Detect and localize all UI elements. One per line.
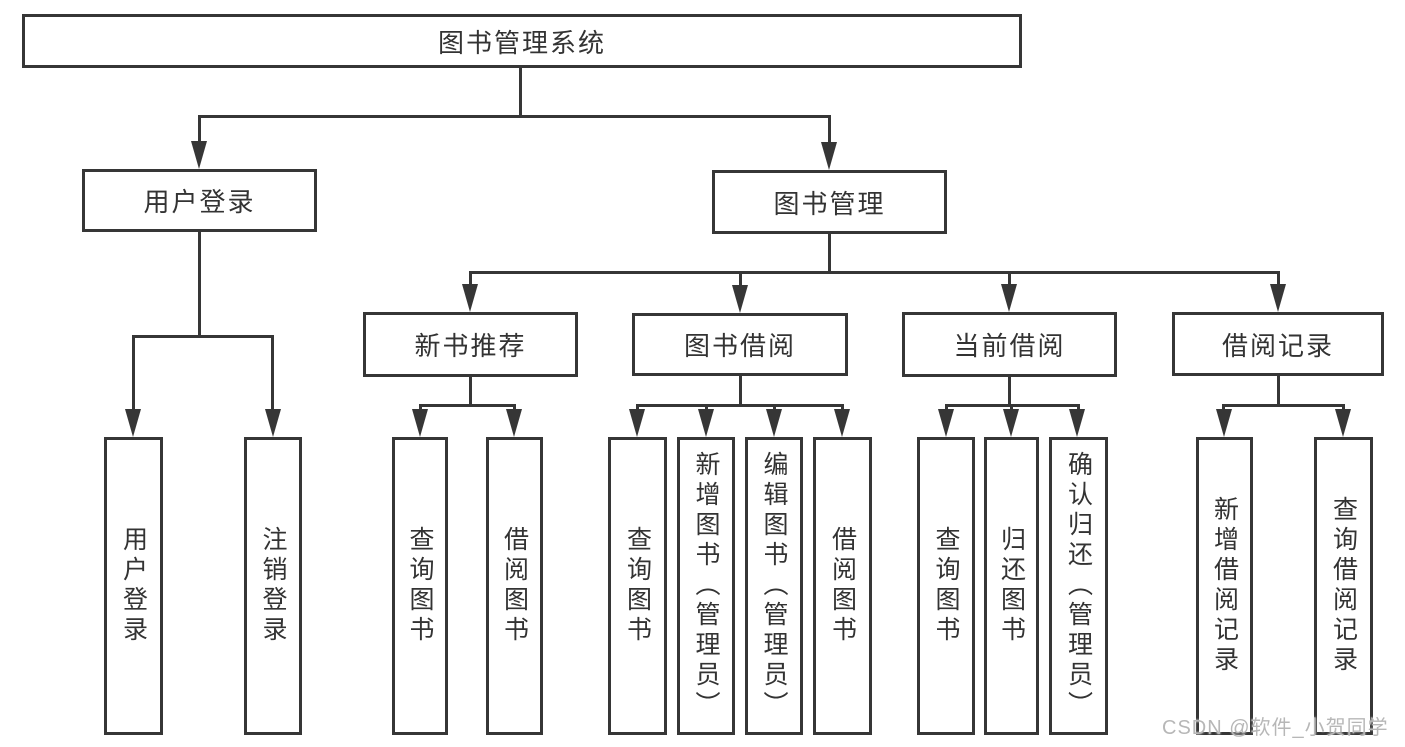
arrow-down-icon	[821, 142, 837, 170]
leaf-record-query: 查询借阅记录	[1314, 437, 1373, 735]
connector-line	[636, 404, 843, 407]
node-user-login: 用户登录	[82, 169, 317, 232]
connector-line	[198, 115, 831, 118]
connector-line	[132, 335, 135, 413]
connector-line	[469, 271, 472, 287]
leaf-current-query: 查询图书	[917, 437, 975, 735]
arrow-down-icon	[834, 409, 850, 437]
connector-line	[828, 115, 831, 146]
leaf-borrow-edit-admin: 编辑图书（管理员）	[745, 437, 803, 735]
node-book-management: 图书管理	[712, 170, 947, 234]
connector-line	[469, 377, 472, 407]
arrow-down-icon	[1335, 409, 1351, 437]
watermark: CSDN @软件_小贺同学	[1162, 717, 1389, 739]
node-current-borrow: 当前借阅	[902, 312, 1117, 377]
arrow-down-icon	[125, 409, 141, 437]
connector-line	[419, 404, 516, 407]
arrow-down-icon	[1270, 284, 1286, 312]
connector-line	[739, 271, 742, 287]
arrow-down-icon	[698, 409, 714, 437]
arrow-down-icon	[938, 409, 954, 437]
node-root: 图书管理系统	[22, 14, 1022, 68]
leaf-current-return: 归还图书	[984, 437, 1039, 735]
arrow-down-icon	[412, 409, 428, 437]
leaf-borrow-add-admin: 新增图书（管理员）	[677, 437, 735, 735]
leaf-newbook-borrow: 借阅图书	[486, 437, 543, 735]
arrow-down-icon	[506, 409, 522, 437]
connector-line	[828, 234, 831, 273]
node-book-borrow: 图书借阅	[632, 313, 848, 376]
connector-line	[1008, 377, 1011, 407]
leaf-current-confirm-admin: 确认归还（管理员）	[1049, 437, 1108, 735]
connector-line	[1277, 376, 1280, 407]
connector-line	[132, 335, 274, 338]
connector-line	[519, 68, 522, 117]
arrow-down-icon	[462, 284, 478, 312]
arrow-down-icon	[732, 285, 748, 313]
arrow-down-icon	[629, 409, 645, 437]
leaf-borrow-borrow: 借阅图书	[813, 437, 872, 735]
leaf-record-add: 新增借阅记录	[1196, 437, 1253, 735]
connector-line	[198, 232, 201, 338]
arrow-down-icon	[265, 409, 281, 437]
connector-line	[271, 335, 274, 413]
node-borrow-record: 借阅记录	[1172, 312, 1384, 376]
connector-line	[1277, 271, 1280, 287]
connector-line	[198, 115, 201, 145]
arrow-down-icon	[766, 409, 782, 437]
connector-line	[469, 271, 1279, 274]
arrow-down-icon	[1069, 409, 1085, 437]
leaf-user-login: 用户登录	[104, 437, 163, 735]
arrow-down-icon	[191, 141, 207, 169]
arrow-down-icon	[1003, 409, 1019, 437]
arrow-down-icon	[1216, 409, 1232, 437]
connector-line	[739, 376, 742, 407]
leaf-logout: 注销登录	[244, 437, 302, 735]
arrow-down-icon	[1001, 284, 1017, 312]
connector-line	[1008, 271, 1011, 287]
leaf-borrow-query: 查询图书	[608, 437, 667, 735]
node-new-book-recommend: 新书推荐	[363, 312, 578, 377]
leaf-newbook-query: 查询图书	[392, 437, 448, 735]
connector-line	[1222, 404, 1343, 407]
